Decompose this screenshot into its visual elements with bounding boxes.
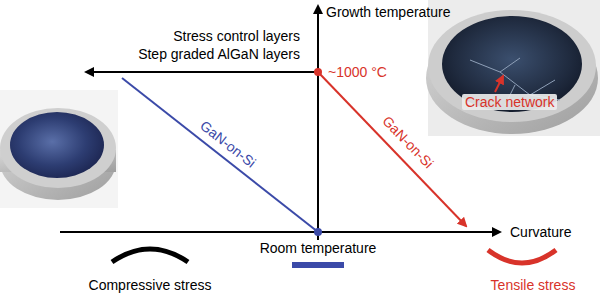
flat-bar: [292, 262, 344, 268]
tensile-bow: [488, 250, 556, 263]
axis-title: Growth temperature: [326, 4, 451, 20]
stress-label: Tensile stress: [491, 277, 576, 293]
crack-pointer: [495, 76, 503, 92]
axis-title: Curvature: [510, 224, 571, 240]
axis-point-label: Room temperature: [260, 240, 377, 256]
temperature-value: ~1000 °C: [328, 64, 387, 80]
compressive-bow: [112, 249, 188, 262]
red-cooling-line: [318, 72, 466, 226]
stress-label: Compressive stress: [89, 277, 212, 293]
wafer-photo-right: [426, 0, 600, 136]
room-point: [314, 228, 322, 236]
temperature-axis: [317, 6, 319, 240]
layer-label: Step graded AlGaN layers: [138, 46, 300, 62]
curvature-axis: [60, 231, 500, 233]
photo-annotation: Crack network: [462, 94, 557, 110]
growth-arrow: [86, 71, 318, 73]
layer-label: Stress control layers: [173, 28, 300, 44]
wafer-photo-left: [0, 90, 118, 208]
blue-cooling-line: [122, 78, 318, 232]
growth-point: [314, 68, 322, 76]
